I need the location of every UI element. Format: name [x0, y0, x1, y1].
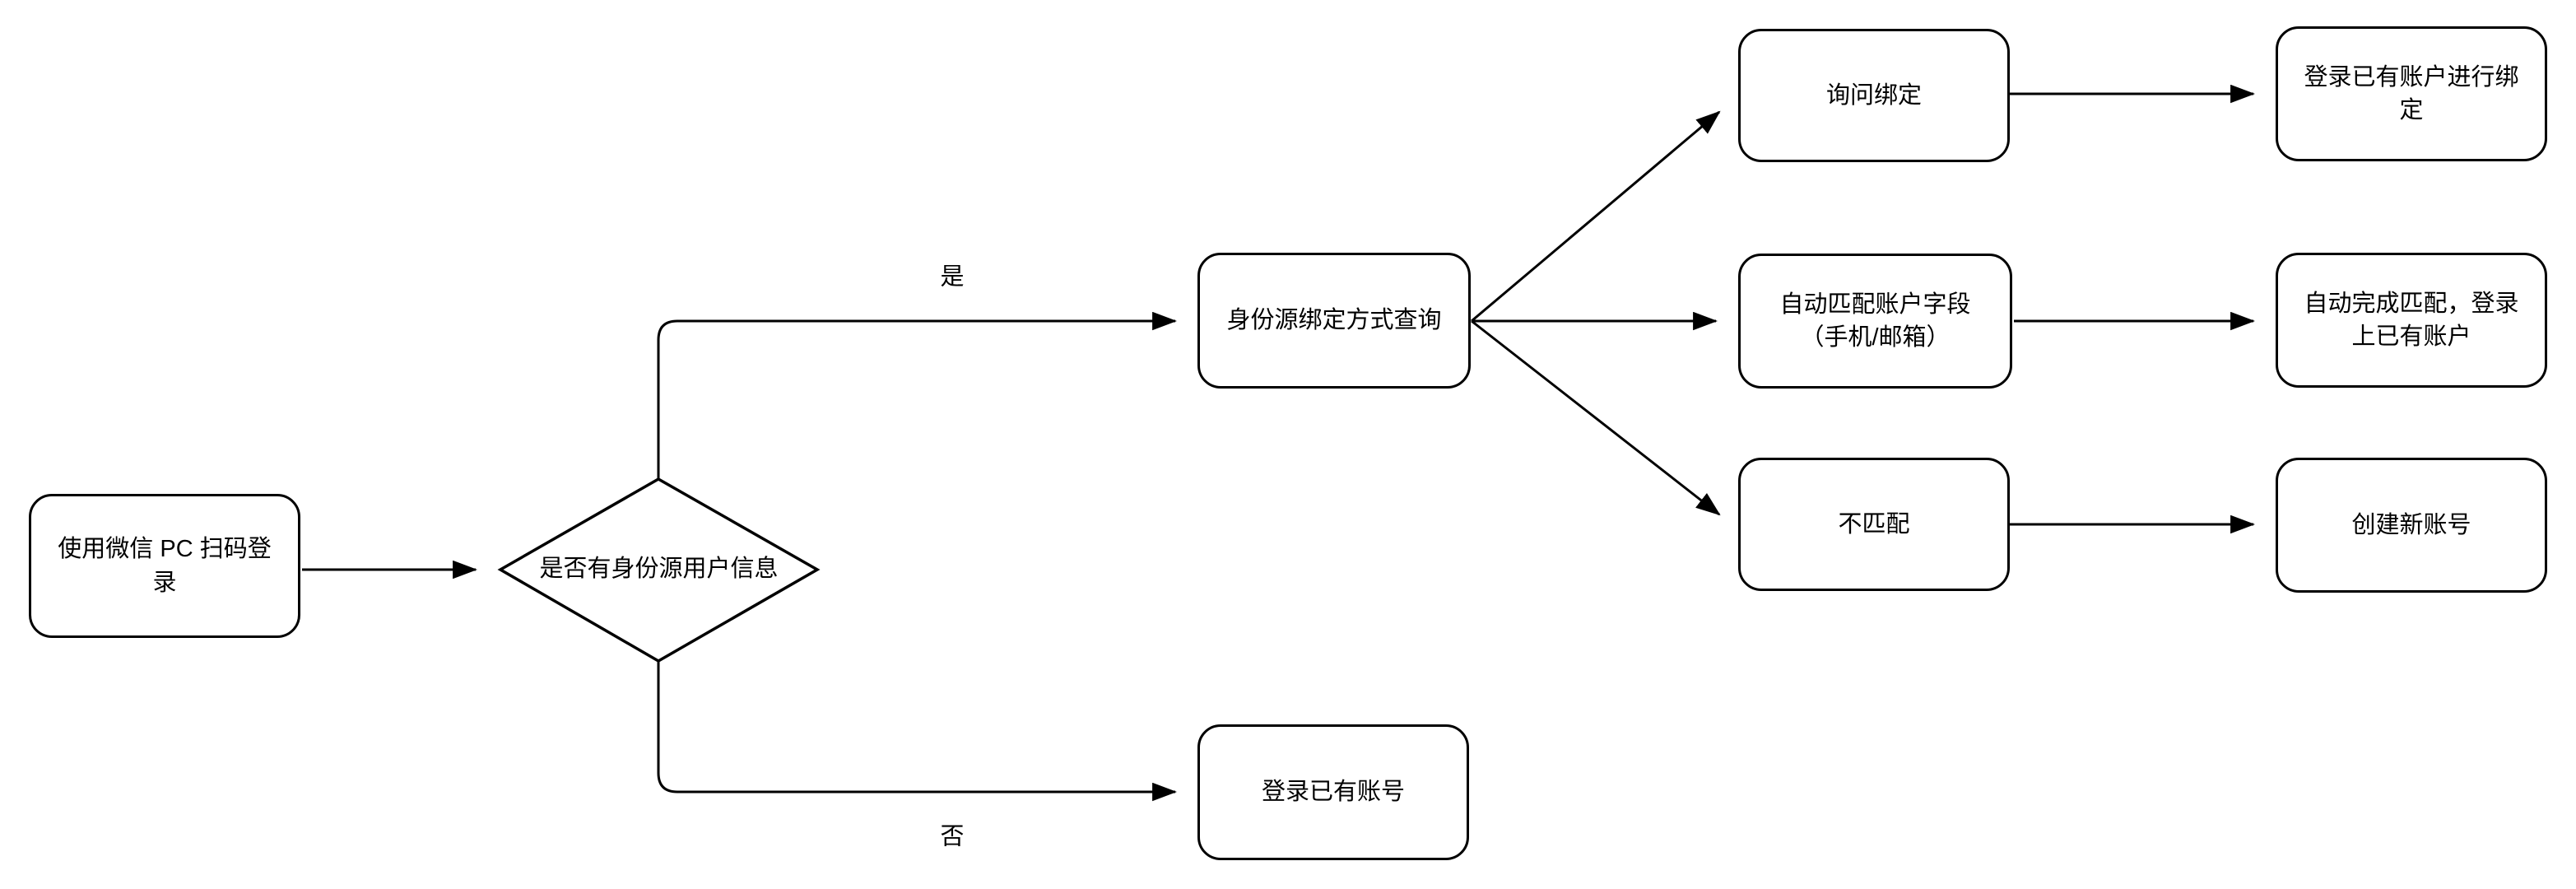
node-create-new-account: 创建新账号 [2276, 458, 2547, 593]
edge-query-to-no-match [1471, 319, 1721, 516]
node-identity-check-label: 是否有身份源用户信息 [539, 556, 779, 583]
node-no-match: 不匹配 [1738, 458, 2010, 591]
node-wechat-scan-login: 使用微信 PC 扫码登 录 [29, 494, 300, 638]
edge-no-to-login-existing-account [657, 661, 1178, 802]
node-login-existing-bind: 登录已有账户进行绑 定 [2276, 26, 2547, 161]
node-auto-match-fields: 自动匹配账户字段 （手机/邮箱） [1738, 254, 2012, 389]
node-ask-binding: 询问绑定 [1738, 29, 2010, 162]
decision-diamond-shape [497, 477, 821, 663]
edge-query-to-ask-binding [1471, 110, 1721, 323]
edge-label-yes: 是 [937, 263, 968, 291]
node-login-existing-account: 登录已有账号 [1197, 724, 1469, 860]
edge-yes-to-binding-query [657, 311, 1178, 479]
node-auto-complete-match: 自动完成匹配，登录 上已有账户 [2276, 253, 2547, 388]
edge-label-no: 否 [937, 823, 968, 851]
node-binding-query: 身份源绑定方式查询 [1197, 253, 1471, 389]
